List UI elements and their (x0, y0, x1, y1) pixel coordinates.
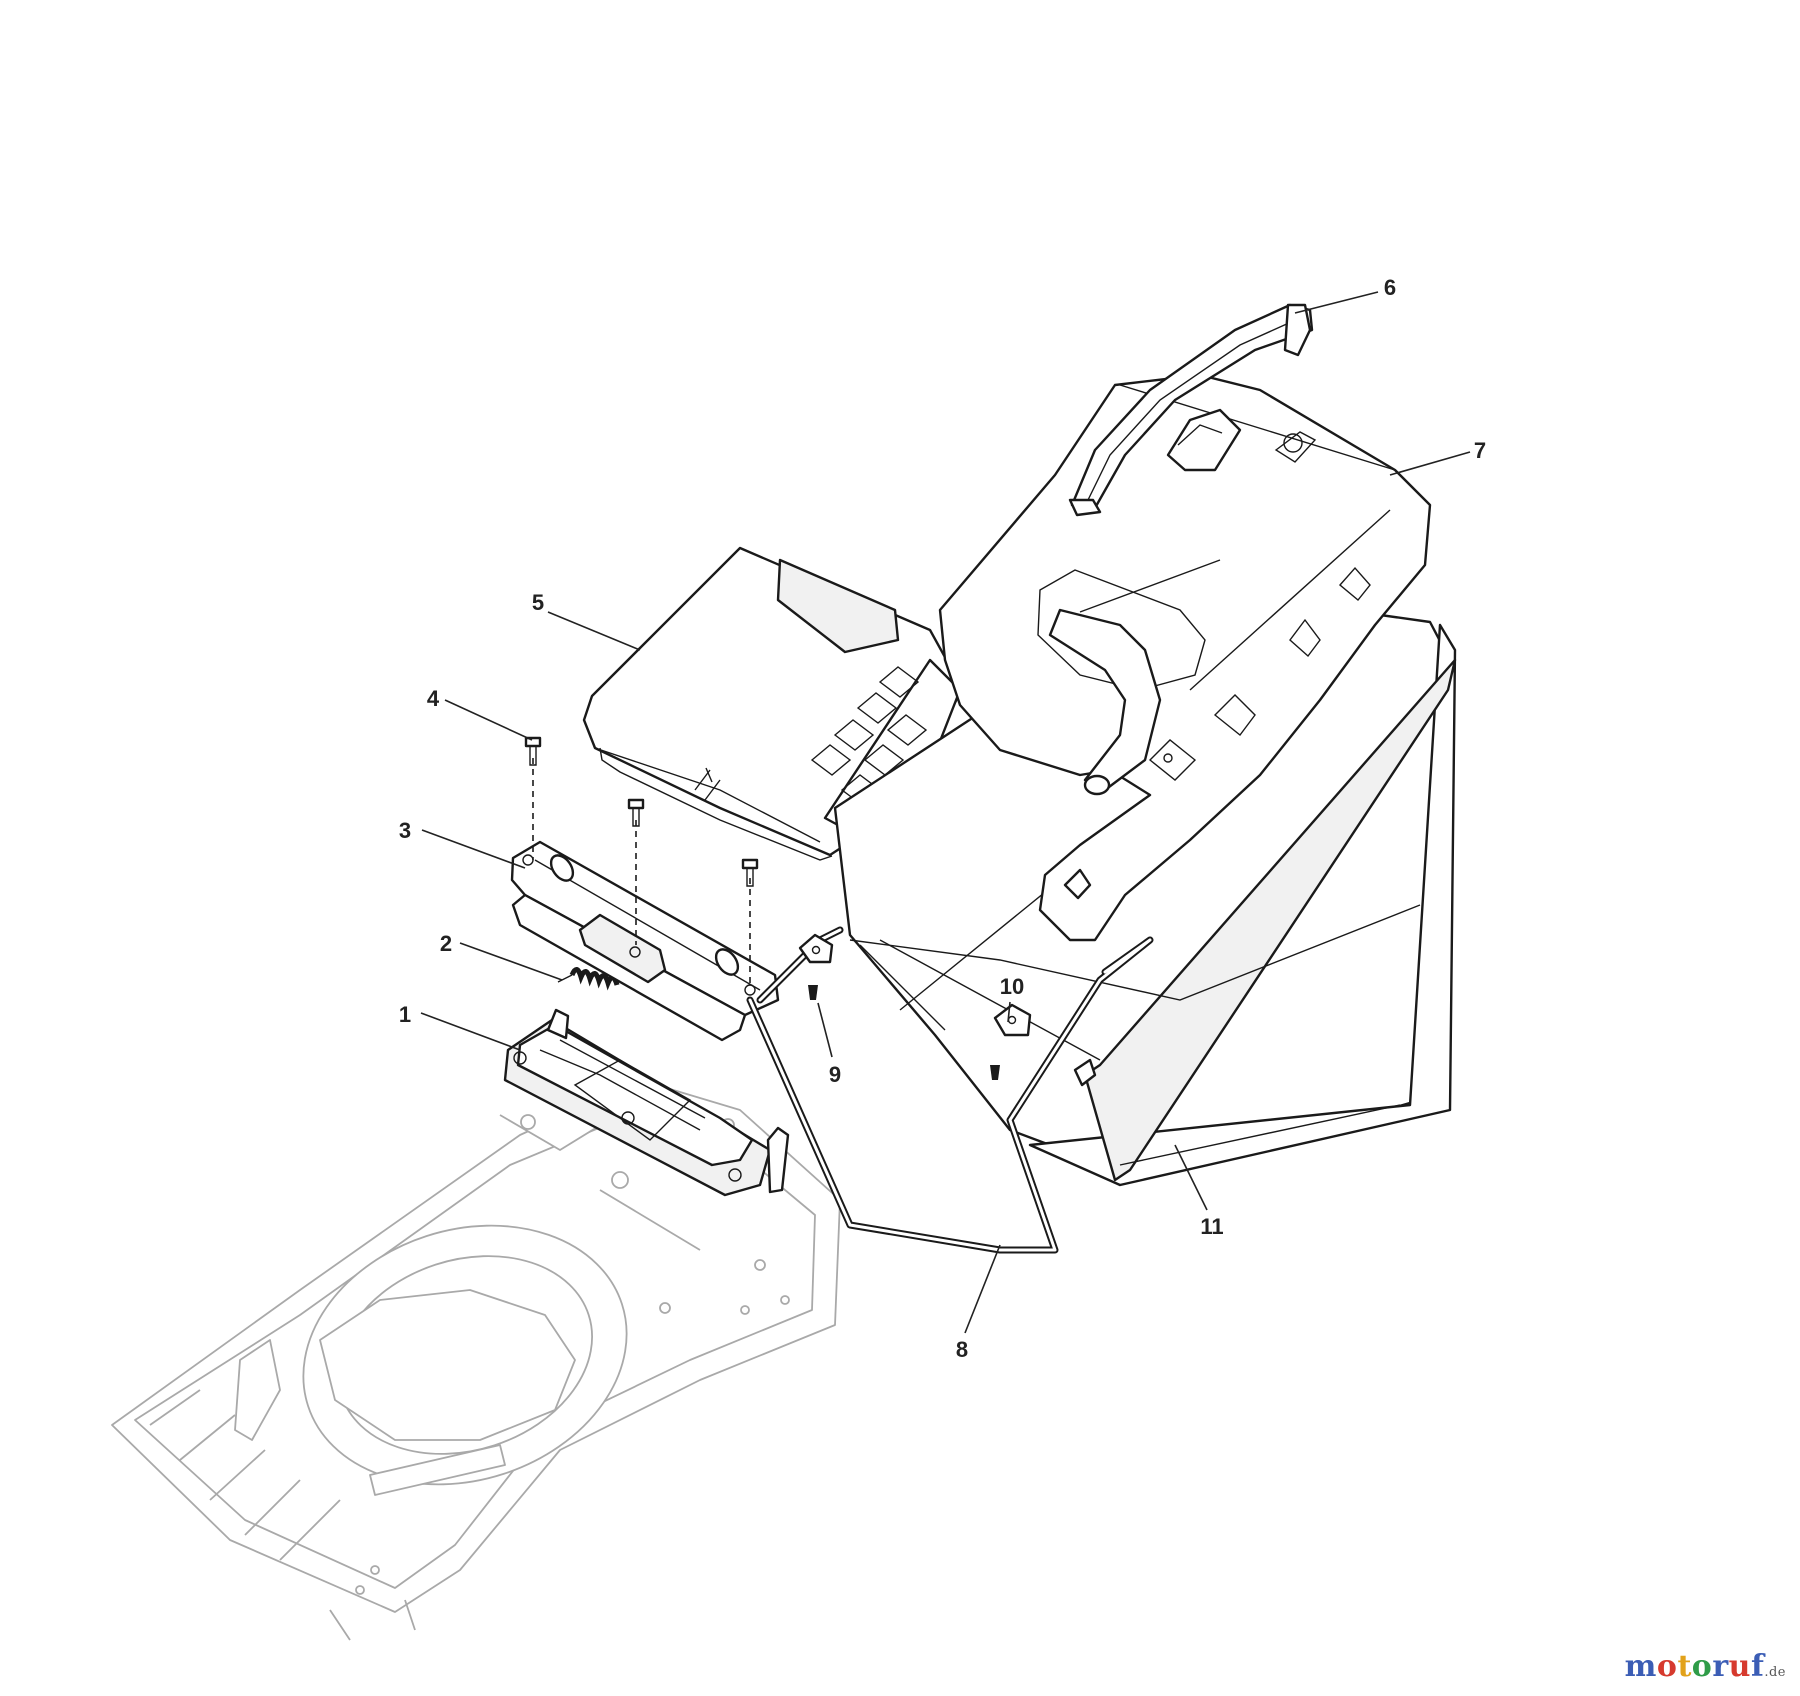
mower-deck-outline (111, 1079, 841, 1641)
callout-3: 3 (399, 818, 411, 843)
callout-2: 2 (440, 931, 452, 956)
callout-6: 6 (1384, 275, 1396, 300)
watermark-letter: m (1624, 1649, 1657, 1684)
part-11-collection-box (833, 608, 1457, 1187)
watermark-letter: o (1656, 1649, 1678, 1684)
part-9-clip (798, 933, 834, 1000)
leader-lines (420, 291, 1471, 1334)
callout-9: 9 (829, 1062, 841, 1087)
part-4-screws (524, 736, 759, 985)
callout-4: 4 (427, 686, 440, 711)
watermark-letter: u (1728, 1649, 1751, 1684)
part-6-handle (1068, 303, 1314, 517)
callout-10: 10 (1000, 974, 1024, 999)
motoruf-watermark: motoruf.de (1625, 1649, 1786, 1684)
watermark-letter: r (1712, 1649, 1729, 1684)
callout-1: 1 (399, 1002, 411, 1027)
watermark-letter: t (1677, 1649, 1692, 1684)
watermark-letter: o (1691, 1649, 1713, 1684)
part-1-rear-bracket (503, 1008, 790, 1197)
callout-5: 5 (532, 590, 544, 615)
callout-7: 7 (1474, 438, 1486, 463)
watermark-letter: f (1750, 1649, 1765, 1684)
watermark-wordmark: motoruf (1625, 1649, 1765, 1684)
callout-labels: 1 2 3 4 5 6 7 8 9 10 11 (399, 275, 1486, 1362)
callout-8: 8 (956, 1337, 968, 1362)
callout-11: 11 (1200, 1214, 1223, 1239)
part-3-hinge-flap (510, 840, 780, 1042)
watermark-tld: .de (1764, 1665, 1786, 1680)
part-7-top-lid (938, 373, 1432, 942)
part-10-clip (990, 1003, 1032, 1080)
